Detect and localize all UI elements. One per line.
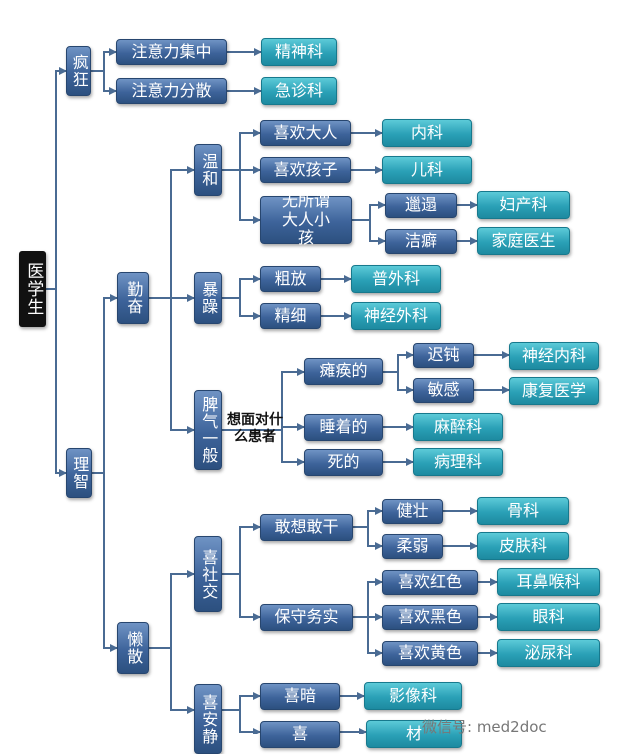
node-partial-bottom: 喜 (260, 721, 340, 748)
node-rational: 理智 (66, 448, 92, 498)
dept-derm: 皮肤科 (477, 532, 569, 560)
root-node: 医学生 (19, 251, 46, 327)
node-sensitive: 敏感 (413, 378, 474, 403)
dept-eye: 眼科 (497, 603, 600, 631)
node-grumpy: 暴躁 (194, 272, 222, 324)
dept-neurosurg: 神经外科 (351, 302, 441, 330)
dept-uro: 泌尿科 (497, 639, 600, 667)
node-slow: 迟钝 (413, 343, 474, 368)
node-strong: 健壮 (382, 499, 443, 524)
dept-obgyn: 妇产科 (477, 191, 570, 219)
dept-peds: 儿科 (382, 156, 472, 184)
node-focus: 注意力集中 (116, 39, 227, 65)
node-paralyzed: 瘫痪的 (304, 358, 383, 385)
node-sloppy: 邋遢 (385, 193, 457, 218)
node-dare: 敢想敢干 (260, 514, 353, 541)
node-clean: 洁癖 (385, 229, 457, 254)
dept-family: 家庭医生 (477, 227, 570, 255)
node-dead: 死的 (304, 449, 383, 476)
node-conservative: 保守务实 (260, 604, 353, 631)
node-dark: 喜暗 (260, 683, 340, 710)
connector-lines (46, 48, 510, 734)
annotation-which-patients: 想面对什么患者 (227, 412, 283, 445)
dept-rehab: 康复医学 (509, 377, 599, 405)
dept-gensurg: 普外科 (351, 265, 441, 293)
dept-imaging: 影像科 (364, 682, 462, 710)
node-like-adult: 喜欢大人 (260, 120, 351, 146)
node-quiet: 喜安静 (194, 684, 222, 754)
node-asleep: 睡着的 (304, 414, 383, 441)
node-lazy: 懒散 (117, 622, 149, 674)
node-like-red: 喜欢红色 (382, 570, 478, 595)
dept-anes: 麻醉科 (413, 413, 503, 441)
node-social: 喜社交 (194, 536, 222, 612)
node-like-yellow: 喜欢黄色 (382, 641, 478, 666)
watermark: 微信号: med2doc (422, 718, 547, 736)
dept-patho: 病理科 (413, 448, 503, 476)
node-weak: 柔弱 (382, 534, 443, 559)
node-diligent: 勤奋 (117, 272, 149, 324)
dept-psych: 精神科 (261, 38, 337, 66)
node-indifferent: 无所谓大人小孩 (260, 192, 352, 247)
dept-er: 急诊科 (261, 77, 337, 105)
node-fine: 精细 (260, 303, 321, 329)
node-scatter: 注意力分散 (116, 78, 227, 104)
dept-ent: 耳鼻喉科 (497, 568, 600, 596)
node-like-black: 喜欢黑色 (382, 605, 478, 630)
dept-internal: 内科 (382, 119, 472, 147)
node-gentle: 温和 (194, 144, 222, 196)
node-rough: 粗放 (260, 266, 321, 292)
dept-neuromed: 神经内科 (509, 342, 599, 370)
node-crazy: 疯狂 (66, 46, 91, 96)
node-like-kid: 喜欢孩子 (260, 157, 351, 183)
node-average: 脾气一般 (194, 390, 222, 470)
dept-ortho: 骨科 (477, 497, 569, 525)
